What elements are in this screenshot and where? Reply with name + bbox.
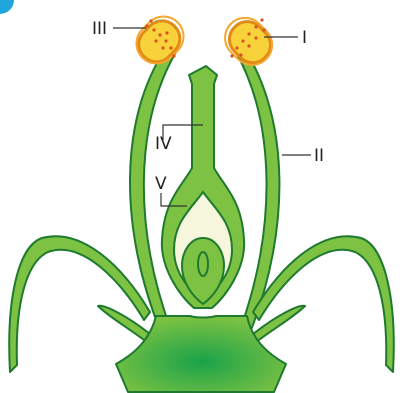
corner-accent	[0, 0, 14, 14]
petal-left	[9, 236, 150, 372]
petal-right	[253, 236, 394, 372]
label-anther-right: I	[302, 28, 307, 48]
label-filament: II	[314, 146, 324, 166]
ovule-center	[198, 252, 208, 276]
filament-left	[130, 48, 176, 330]
label-ovary: V	[155, 174, 167, 194]
anther-left	[128, 8, 192, 72]
label-anther-left: III	[92, 19, 107, 39]
label-style: IV	[155, 134, 172, 154]
anther-right	[217, 10, 281, 74]
